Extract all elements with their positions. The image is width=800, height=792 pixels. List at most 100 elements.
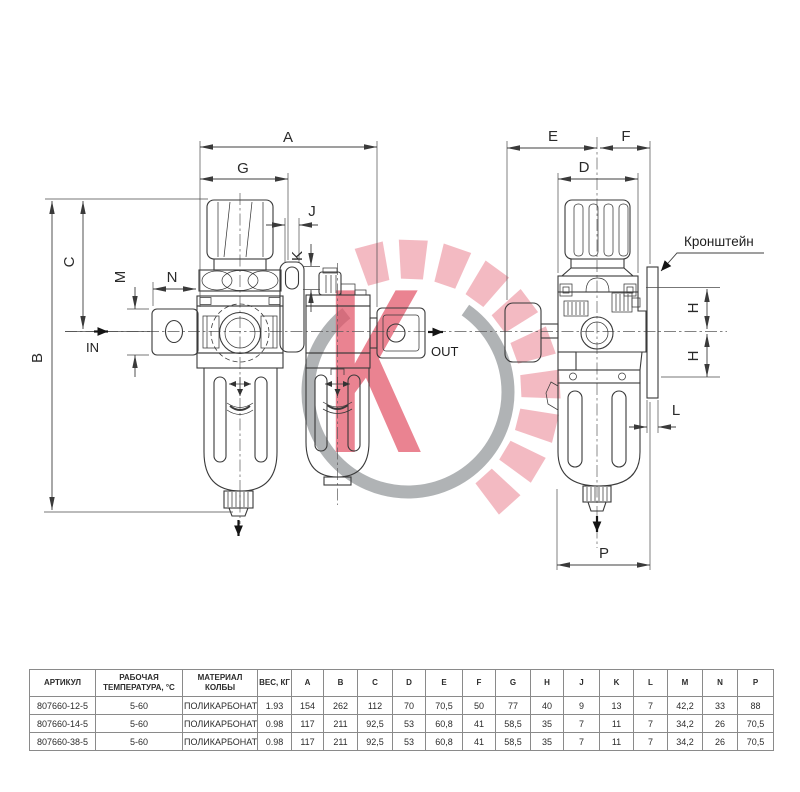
- value-cell: 7: [633, 714, 668, 733]
- value-cell: 34,2: [667, 714, 703, 733]
- value-cell: 35: [530, 714, 564, 733]
- dim-label-D: D: [579, 159, 590, 176]
- outlet-flange: [369, 307, 426, 359]
- value-cell: 262: [323, 696, 358, 715]
- value-cell: 117: [291, 714, 324, 733]
- value-cell: 7: [633, 696, 668, 715]
- mounting-bracket-side: [646, 266, 659, 399]
- value-cell: 60,8: [425, 732, 463, 751]
- column-header: H: [530, 669, 564, 697]
- value-cell: ПОЛИКАРБОНАТ: [182, 696, 258, 715]
- dim-label-A: A: [283, 129, 293, 146]
- dim-label-P: P: [599, 545, 609, 562]
- value-cell: 7: [633, 732, 668, 751]
- column-header: F: [462, 669, 496, 697]
- article-cell: 807660-38-5: [29, 732, 96, 751]
- inlet-flange: [151, 308, 199, 356]
- value-cell: 0.98: [257, 732, 292, 751]
- technical-drawing: K: [29, 128, 764, 570]
- article-cell: 807660-12-5: [29, 696, 96, 715]
- value-cell: 13: [599, 696, 634, 715]
- value-cell: 11: [599, 714, 634, 733]
- body-side: [557, 275, 647, 371]
- column-header: J: [563, 669, 600, 697]
- value-cell: 70,5: [425, 696, 463, 715]
- value-cell: 88: [737, 696, 774, 715]
- dim-label-L: L: [672, 402, 680, 419]
- column-header: M: [667, 669, 703, 697]
- dim-label-J: J: [308, 203, 316, 220]
- value-cell: 26: [702, 732, 738, 751]
- value-cell: 70: [392, 696, 426, 715]
- regulator-knob-front: [206, 199, 274, 271]
- value-cell: 1.93: [257, 696, 292, 715]
- dim-label-F: F: [621, 128, 630, 145]
- value-cell: 7: [563, 732, 600, 751]
- column-header: B: [323, 669, 358, 697]
- value-cell: 112: [357, 696, 393, 715]
- watermark-swoosh: [301, 304, 515, 499]
- dim-label-E: E: [548, 128, 558, 145]
- value-cell: 53: [392, 732, 426, 751]
- value-cell: 11: [599, 732, 634, 751]
- value-cell: ПОЛИКАРБОНАТ: [182, 732, 258, 751]
- value-cell: 117: [291, 732, 324, 751]
- value-cell: 70,5: [737, 714, 774, 733]
- value-cell: 26: [702, 714, 738, 733]
- filter-bowl-front: [203, 367, 278, 536]
- column-header: N: [702, 669, 738, 697]
- side-view-dimensions: E F D H H L P Кронштейн: [506, 128, 764, 570]
- value-cell: 5-60: [95, 714, 183, 733]
- watermark-rays: [354, 239, 561, 515]
- front-view-dimensions: A G J K C B M: [29, 129, 459, 513]
- value-cell: 41: [462, 714, 496, 733]
- value-cell: ПОЛИКАРБОНАТ: [182, 714, 258, 733]
- value-cell: 154: [291, 696, 324, 715]
- value-cell: 34,2: [667, 732, 703, 751]
- side-view-drawing: E F D H H L P Кронштейн: [500, 128, 764, 570]
- middle-bracket: [279, 261, 305, 353]
- dim-label-H1: H: [685, 303, 702, 314]
- lubricator-bowl-front: [305, 367, 370, 486]
- front-view-drawing: A G J K C B M: [29, 129, 497, 536]
- bracket-callout-label: Кронштейн: [684, 234, 754, 249]
- value-cell: 41: [462, 732, 496, 751]
- column-header: АРТИКУЛ: [29, 669, 96, 697]
- value-cell: 40: [530, 696, 564, 715]
- value-cell: 42,2: [667, 696, 703, 715]
- column-header: ВЕС, КГ: [257, 669, 292, 697]
- column-header: A: [291, 669, 324, 697]
- dim-label-B: B: [29, 353, 46, 363]
- value-cell: 0.98: [257, 714, 292, 733]
- value-cell: 9: [563, 696, 600, 715]
- value-cell: 58,5: [495, 732, 531, 751]
- value-cell: 70,5: [737, 732, 774, 751]
- dim-label-C: C: [61, 256, 78, 267]
- column-header: D: [392, 669, 426, 697]
- value-cell: 60,8: [425, 714, 463, 733]
- port-label-out: OUT: [431, 344, 459, 359]
- dim-label-N: N: [167, 269, 178, 286]
- adjust-knob-side: [504, 302, 559, 363]
- value-cell: 92,5: [357, 732, 393, 751]
- value-cell: 53: [392, 714, 426, 733]
- value-cell: 5-60: [95, 732, 183, 751]
- value-cell: 58,5: [495, 714, 531, 733]
- column-header: C: [357, 669, 393, 697]
- value-cell: 211: [323, 732, 358, 751]
- column-header: МАТЕРИАЛ КОЛБЫ: [182, 669, 258, 697]
- column-header: L: [633, 669, 668, 697]
- dim-label-G: G: [237, 160, 249, 177]
- bracket-leader-line: [660, 252, 764, 272]
- filter-bowl-side: [545, 369, 641, 532]
- port-label-in: IN: [86, 340, 99, 355]
- column-header: E: [425, 669, 463, 697]
- value-cell: 33: [702, 696, 738, 715]
- value-cell: 35: [530, 732, 564, 751]
- column-header: P: [737, 669, 774, 697]
- value-cell: 5-60: [95, 696, 183, 715]
